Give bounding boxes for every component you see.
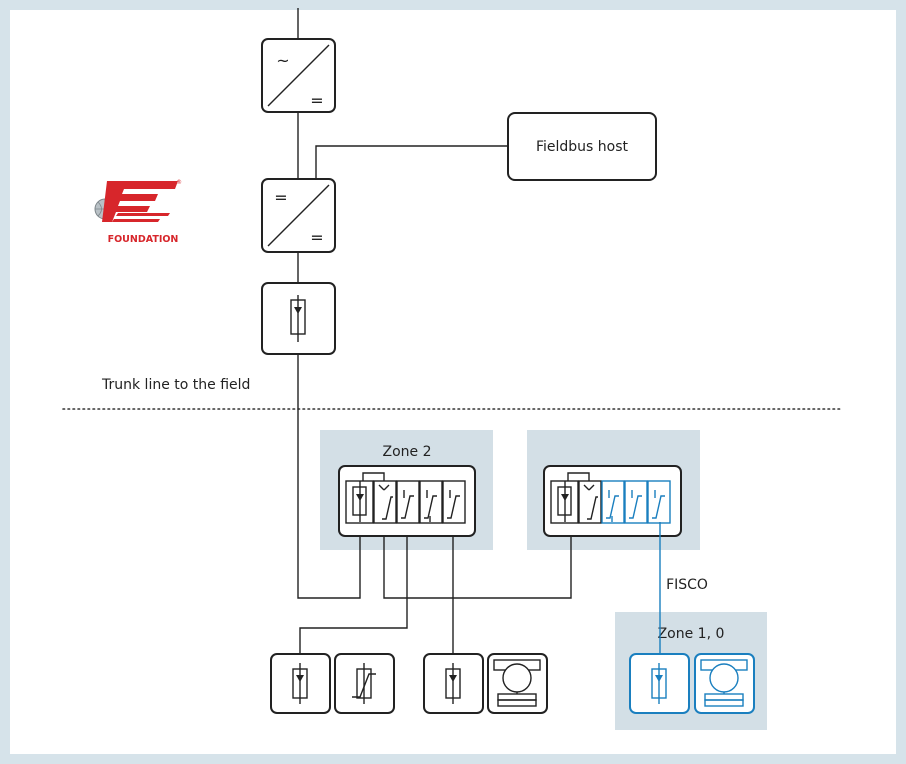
dc-dc-converter: = =: [261, 178, 336, 253]
segment-coupler-fisco: [543, 465, 682, 654]
fisco-device-valve: [694, 653, 755, 714]
trunk-line-label: Trunk line to the field: [101, 377, 250, 393]
registered-mark: ®: [176, 179, 182, 186]
ac-symbol: ~: [276, 51, 289, 70]
dc-out-symbol: =: [310, 228, 323, 247]
field-device-sensor: [334, 653, 395, 714]
field-device-transmitter-2: [423, 653, 484, 714]
foundation-logo: ® FOUNDATION: [94, 179, 182, 245]
field-device-valve: [487, 653, 548, 714]
fisco-device-transmitter: [629, 653, 690, 714]
zone-1-0-label: Zone 1, 0: [658, 626, 725, 642]
segment-coupler-zone2: [338, 465, 476, 537]
dc-symbol: =: [310, 91, 323, 110]
field-device-transmitter-1: [270, 653, 331, 714]
zone-2-label: Zone 2: [383, 444, 432, 460]
dc-in-symbol: =: [274, 188, 287, 207]
trunk-wiring: [297, 8, 572, 654]
logo-text: FOUNDATION: [108, 234, 179, 245]
ac-dc-converter: ~ =: [261, 38, 336, 113]
power-conditioner: [261, 282, 336, 355]
fieldbus-host-label: Fieldbus host: [536, 139, 629, 155]
fisco-label: FISCO: [666, 577, 708, 593]
fieldbus-host: Fieldbus host: [507, 112, 657, 181]
